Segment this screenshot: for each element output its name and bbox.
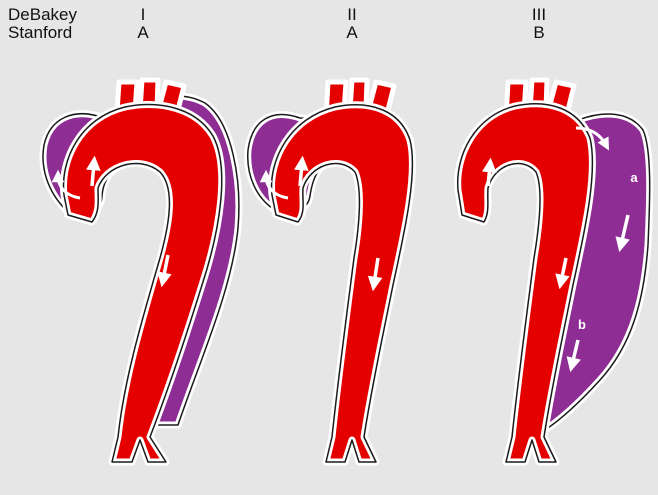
flow-arrow-up-icon xyxy=(488,165,490,186)
true-lumen-type-1 xyxy=(64,105,222,462)
flow-arrow-up-icon xyxy=(92,163,94,186)
label-b: b xyxy=(578,317,586,332)
flow-arrow-up-icon xyxy=(300,163,302,186)
aorta-type-1 xyxy=(43,80,239,462)
label-a: a xyxy=(630,170,638,185)
aorta-type-3: a b xyxy=(458,80,650,462)
true-lumen-type-2 xyxy=(272,105,413,462)
aorta-type-2 xyxy=(248,80,413,462)
